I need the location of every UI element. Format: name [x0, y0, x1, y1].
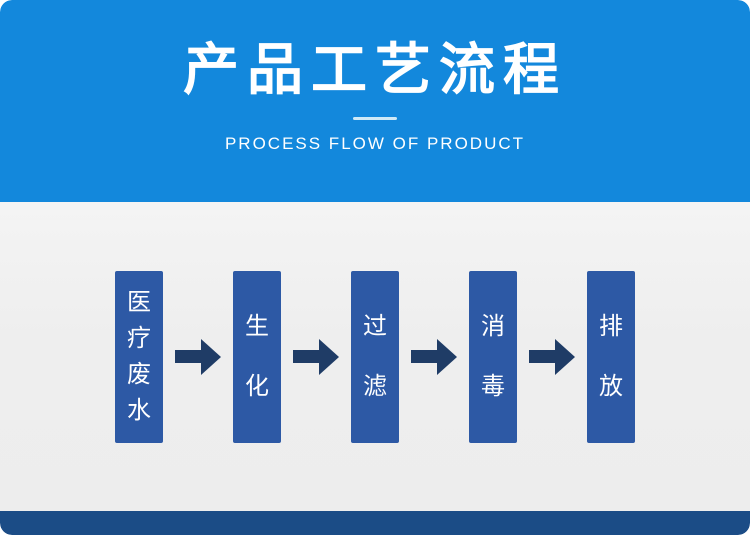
header-section: 产品工艺流程 PROCESS FLOW OF PRODUCT	[0, 0, 750, 202]
step-char: 疗	[127, 324, 151, 352]
step-char: 排	[599, 312, 623, 340]
title-divider	[353, 117, 397, 121]
step-char: 放	[599, 372, 623, 400]
arrow-right-icon	[529, 338, 575, 375]
arrow-right-icon	[175, 338, 221, 375]
page-subtitle: PROCESS FLOW OF PRODUCT	[224, 134, 526, 154]
process-step: 排放	[587, 270, 635, 443]
step-char: 化	[245, 372, 269, 400]
process-step: 医疗废水	[115, 270, 163, 443]
step-char: 医	[127, 288, 151, 316]
step-char: 废	[127, 360, 151, 388]
process-flow: 医疗废水生化过滤消毒排放	[115, 270, 635, 443]
step-char: 过	[363, 312, 387, 340]
step-char: 滤	[363, 372, 387, 400]
process-step: 过滤	[351, 270, 399, 443]
step-char: 消	[481, 312, 505, 340]
flow-section: 医疗废水生化过滤消毒排放	[0, 202, 750, 511]
step-char: 生	[245, 312, 269, 340]
process-step: 消毒	[469, 270, 517, 443]
arrow-right-icon	[293, 338, 339, 375]
arrow-right-icon	[411, 338, 457, 375]
page-title: 产品工艺流程	[183, 38, 567, 101]
footer-bar	[0, 511, 750, 535]
step-char: 水	[127, 396, 151, 424]
process-step: 生化	[233, 270, 281, 443]
step-char: 毒	[481, 372, 505, 400]
